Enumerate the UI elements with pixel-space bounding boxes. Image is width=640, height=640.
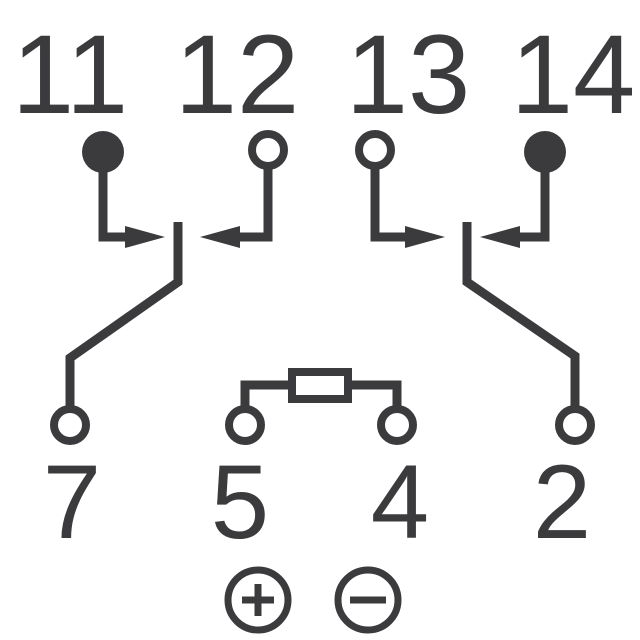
pin-label-7: 7: [43, 444, 101, 561]
plus-icon: [224, 566, 292, 634]
pin-label-12: 12: [175, 12, 300, 137]
terminal-2: [555, 405, 595, 445]
pin-label-13: 13: [346, 12, 471, 137]
polarity-minus-text: −: [0, 0, 1, 1]
terminal-4: [377, 405, 417, 445]
pin-label-2: 2: [533, 444, 591, 561]
coil: [225, 368, 417, 445]
pin-label-4: 4: [371, 444, 429, 561]
contact-set-left: [50, 130, 288, 445]
pin-label-14: 14: [511, 12, 636, 137]
pin-label-5: 5: [211, 444, 269, 561]
terminal-13: [355, 130, 395, 170]
polarity-plus-text: +: [0, 0, 1, 1]
minus-icon: [334, 566, 402, 634]
contact-set-right: [355, 130, 595, 445]
terminal-7: [50, 405, 90, 445]
pin-label-11: 11: [12, 12, 128, 137]
terminal-12: [248, 130, 288, 170]
terminal-5: [225, 405, 265, 445]
terminal-14: [524, 131, 566, 173]
terminal-11: [82, 131, 124, 173]
coil-resistor-icon: [288, 368, 352, 403]
